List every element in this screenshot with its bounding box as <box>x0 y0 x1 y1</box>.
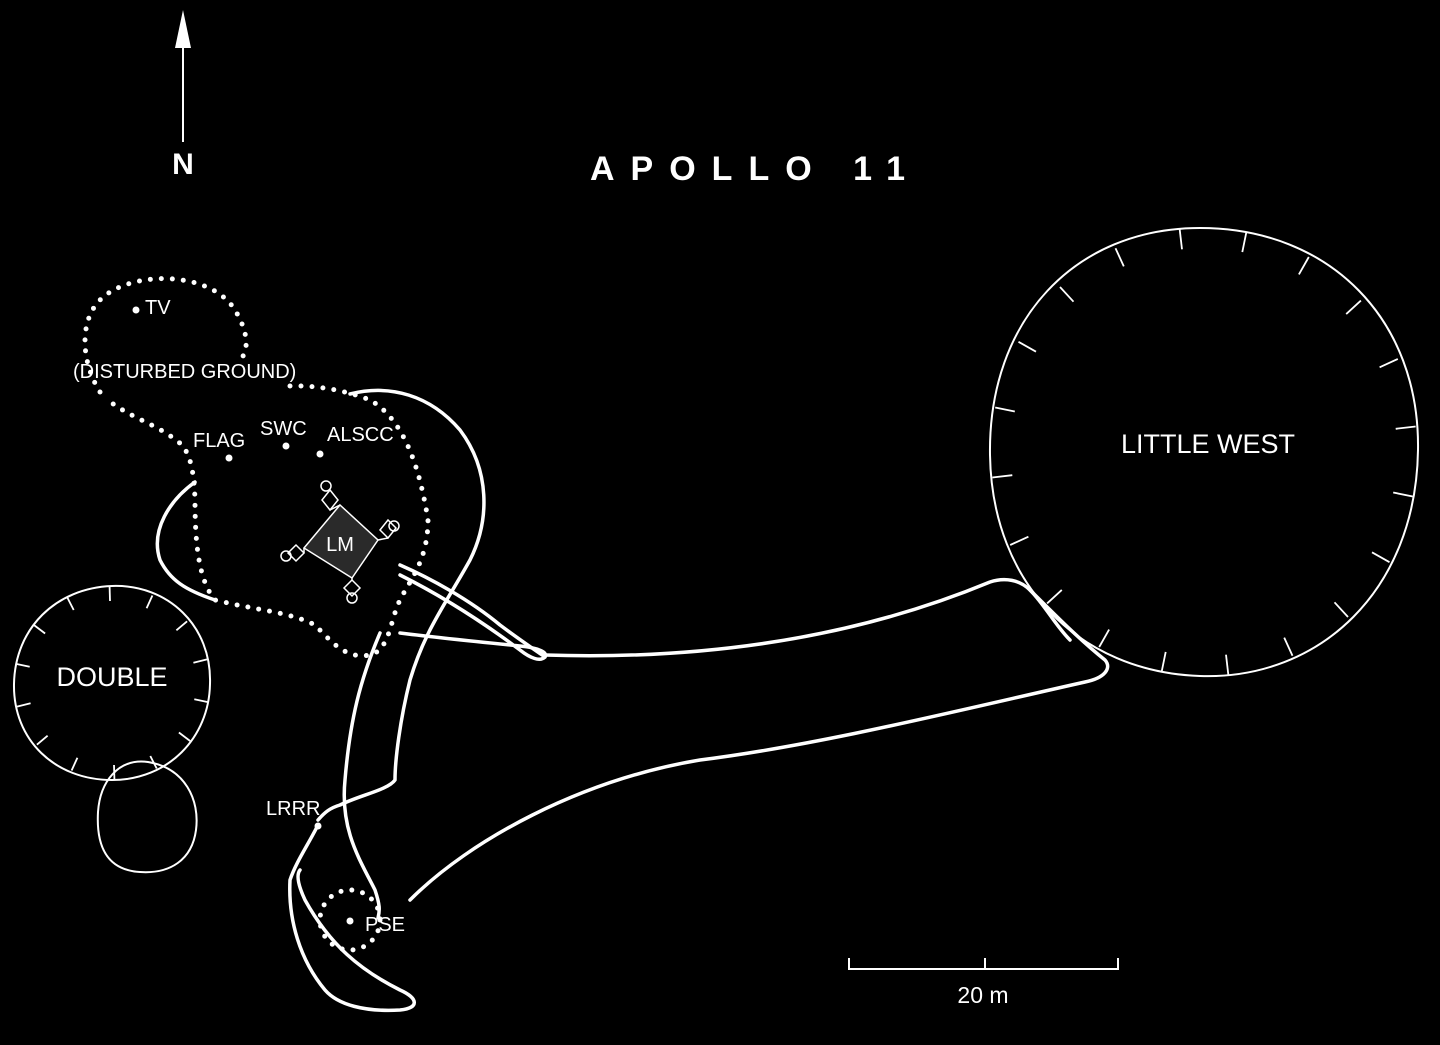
little-west-rim-tick <box>1178 229 1183 250</box>
little-west-rim-tick <box>1098 629 1110 648</box>
double-rim-tick <box>145 595 154 609</box>
double-rim-tick <box>15 663 30 668</box>
lm-module: LM <box>280 480 400 604</box>
little-west-rim-tick <box>1059 286 1075 303</box>
pse-label: PSE <box>365 914 405 936</box>
feature-points: TV (DISTURBED GROUND) FLAG SWC ALSCC LRR… <box>73 297 405 936</box>
double-crater: DOUBLE <box>12 584 212 874</box>
double-rim-tick <box>149 755 158 769</box>
swc-label: SWC <box>260 418 307 440</box>
little-west-label: LITTLE WEST <box>1121 429 1295 459</box>
little-west-rim-tick <box>1009 535 1029 546</box>
disturbed-ground-label: (DISTURBED GROUND) <box>73 361 296 383</box>
north-arrow: N <box>172 10 194 181</box>
lm-label: LM <box>326 534 354 556</box>
tv-label: TV <box>145 297 171 319</box>
little-west-rim-tick <box>1345 299 1362 315</box>
north-label: N <box>172 148 194 181</box>
north-arrow-head-icon <box>175 10 191 48</box>
lrrr-point-icon <box>314 822 322 830</box>
double-label: DOUBLE <box>56 662 167 692</box>
little-west-rim-tick <box>1046 589 1063 605</box>
little-west-rim-tick <box>1395 425 1416 430</box>
flag-point-icon <box>225 454 233 462</box>
little-west-rim-tick <box>1241 232 1248 253</box>
little-west-rim-tick <box>992 474 1013 479</box>
little-west-rim-tick <box>1298 256 1310 275</box>
double-rim-tick <box>175 620 188 631</box>
alscc-label: ALSCC <box>327 424 394 446</box>
double-rim-tick <box>66 597 75 611</box>
swc-point-icon <box>282 442 290 450</box>
little-west-rim-tick <box>1379 358 1399 369</box>
pse-point-icon <box>346 917 354 925</box>
scale-bar: 20 m <box>848 958 1119 1008</box>
disturbed-ground-boundary <box>82 276 431 659</box>
double-rim-tick <box>36 735 49 746</box>
flag-label: FLAG <box>193 430 245 452</box>
little-west-rim-tick <box>1160 651 1167 672</box>
double-rim-tick <box>178 731 191 742</box>
map-title: APOLLO 11 <box>590 150 921 188</box>
double-rim-tick <box>194 698 209 703</box>
little-west-rim-tick <box>1114 247 1125 267</box>
double-rim-tick <box>70 757 79 771</box>
double-rim-tick <box>193 658 208 664</box>
little-west-rim-tick <box>1018 341 1037 353</box>
scale-bar-label: 20 m <box>957 982 1008 1008</box>
double-rim-tick <box>16 702 31 708</box>
tv-point-icon <box>132 306 140 314</box>
little-west-rim-tick <box>995 406 1015 413</box>
pse-ring <box>317 887 383 953</box>
traverse-paths <box>155 388 1110 1013</box>
little-west-crater: LITTLE WEST <box>988 226 1420 678</box>
little-west-rim-tick <box>1393 491 1413 498</box>
little-west-rim-tick <box>1283 637 1294 657</box>
little-west-rim-tick <box>1225 654 1230 675</box>
alscc-point-icon <box>316 450 324 458</box>
little-west-rim-tick <box>1371 551 1390 563</box>
double-rim-tick <box>33 624 46 635</box>
little-west-rim-tick <box>1333 601 1349 618</box>
lrrr-label: LRRR <box>266 798 320 820</box>
